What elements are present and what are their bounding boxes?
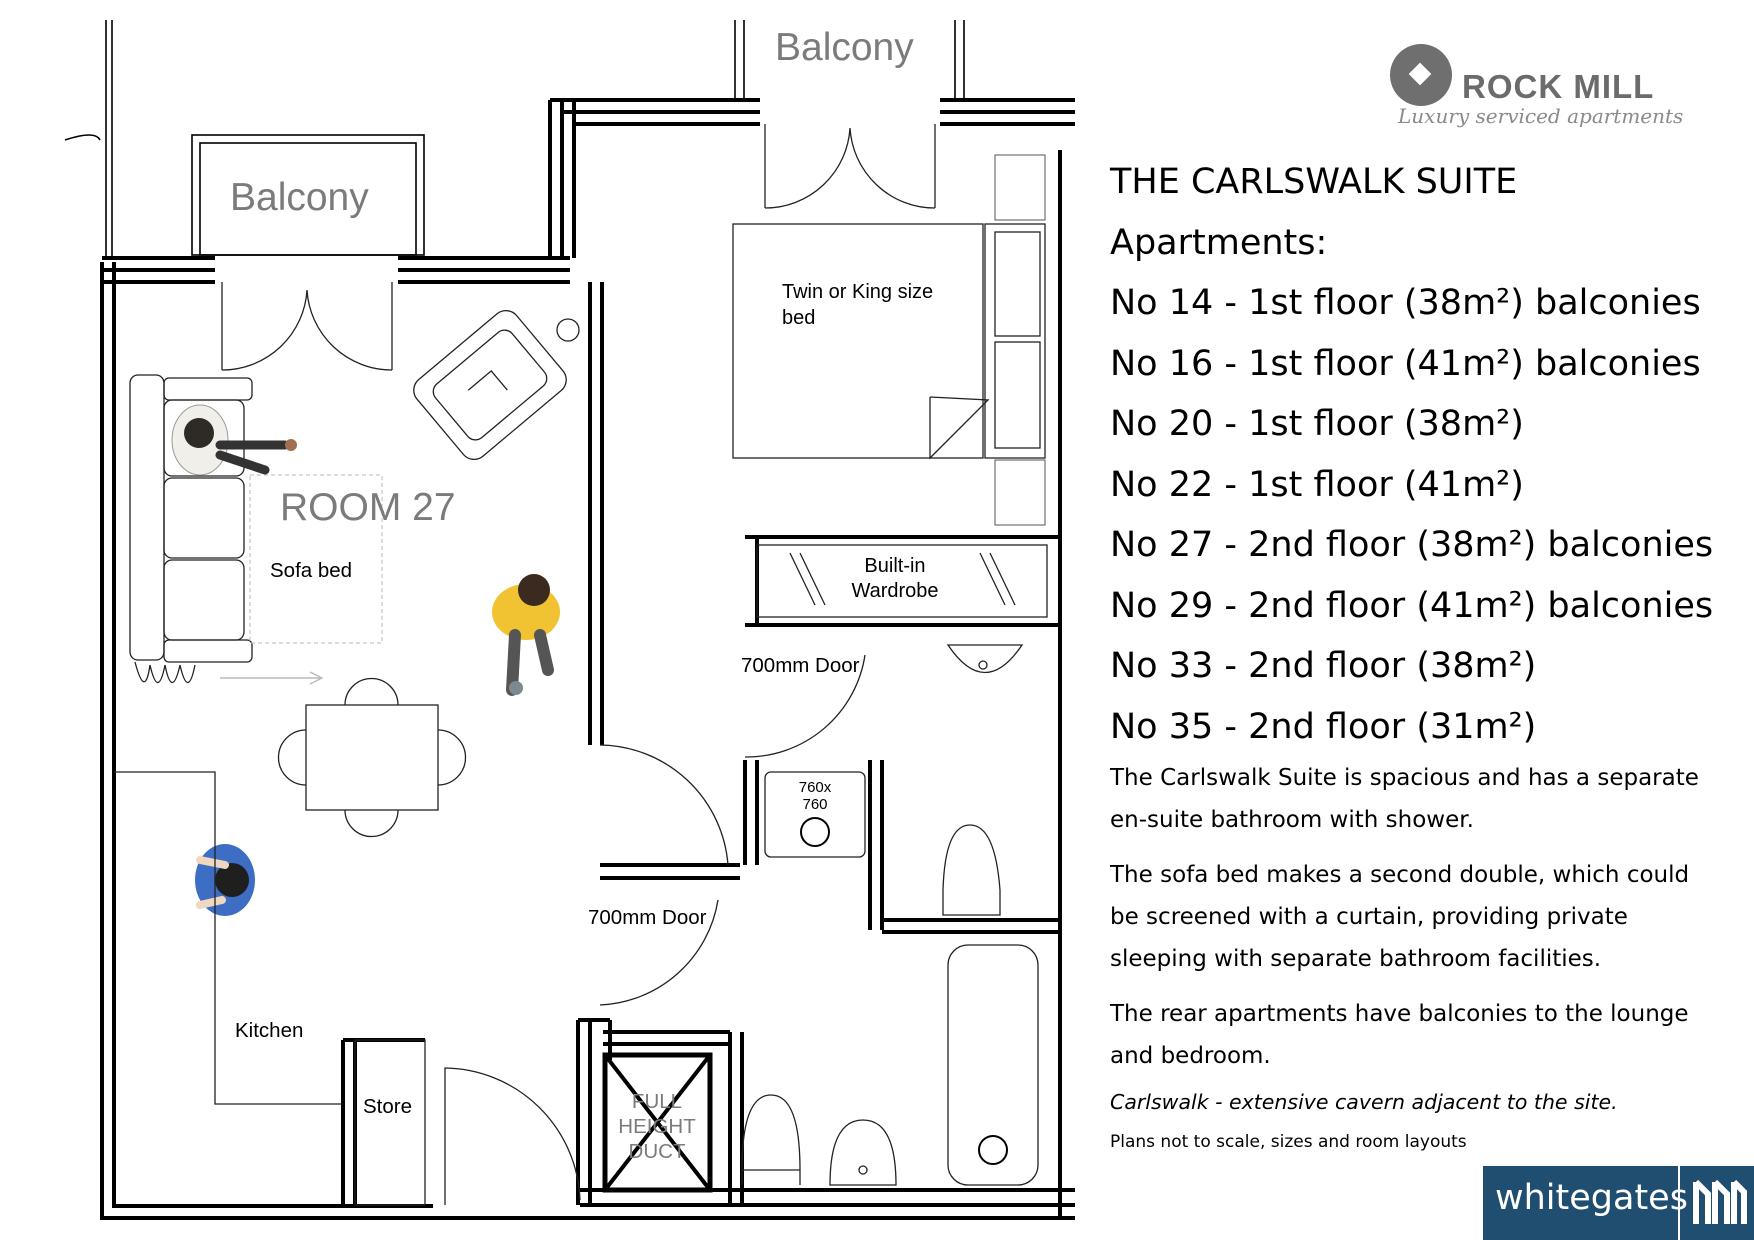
rock-mill-logo: ROCK MILL Luxury serviced apartments [1390, 40, 1720, 140]
apartment-item: No 33 - 2nd floor (38m²) [1110, 646, 1537, 686]
balcony-left-label: Balcony [230, 176, 369, 219]
balcony-double-doors [221, 124, 936, 371]
floor-plan: Balcony Balcony Sofa bed ROOM 27 [64, 20, 1075, 1220]
apartment-item: No 20 - 1st floor (38m²) [1110, 404, 1524, 444]
scale-note: Plans not to scale, sizes and room layou… [1110, 1132, 1467, 1152]
exterior-walls [100, 98, 1075, 1220]
shower-drain-icon [800, 817, 830, 847]
full-height-duct: FULL HEIGHT DUCT [602, 1052, 713, 1193]
whitegates-emblem-icon [1693, 1179, 1747, 1224]
person-seated-icon [171, 404, 297, 476]
person-walking-icon [492, 574, 560, 696]
apartment-item: No 29 - 2nd floor (41m²) balconies [1110, 585, 1714, 626]
armchair [413, 309, 567, 461]
sofa-bed: Sofa bed ROOM 27 [129, 374, 456, 685]
bed-label-line2: bed [782, 307, 815, 329]
logo-name: ROCK MILL [1462, 68, 1655, 105]
door-upper-label: 700mm Door [741, 654, 860, 677]
rock-mill-emblem-icon [1390, 44, 1452, 106]
apartment-list: No 14 - 1st floor (38m²) balconies No 16… [1110, 273, 1714, 757]
apartment-item: No 35 - 2nd floor (31m²) [1110, 706, 1537, 747]
suite-info-panel: THE CARLSWALK SUITE Apartments: No 14 - … [1110, 152, 1714, 1152]
description-paragraph: The rear apartments have balconies to th… [1110, 1001, 1689, 1069]
apartment-item: No 16 - 1st floor (41m²) balconies [1110, 343, 1701, 384]
balcony-top-label: Balcony [775, 26, 914, 69]
wardrobe-label-line2: Wardrobe [851, 580, 938, 602]
ensuite-fixtures: 760x 760 [741, 644, 1039, 1186]
sofa-bed-label: Sofa bed [270, 559, 352, 582]
store-label: Store [363, 1095, 412, 1118]
balcony-left: Balcony [191, 134, 425, 256]
description-paragraph: The sofa bed makes a second double, whic… [1110, 862, 1690, 972]
description-paragraph: The Carlswalk Suite is spacious and has … [1110, 765, 1699, 833]
balcony-top: Balcony [734, 20, 965, 100]
whitegates-logo: whitegates [1483, 1166, 1754, 1240]
bed-label-line1: Twin or King size [782, 281, 933, 303]
carlswalk-caption: Carlswalk - extensive cavern adjacent to… [1110, 1090, 1618, 1114]
entrance-door-swing [444, 1067, 581, 1205]
apartment-item: No 14 - 1st floor (38m²) balconies [1110, 283, 1701, 323]
store: Store [354, 1039, 426, 1206]
suite-title: THE CARLSWALK SUITE [1110, 162, 1518, 202]
duct-label-line1: FULL [632, 1090, 682, 1113]
shower-label-line2: 760 [802, 796, 827, 813]
apartment-item: No 22 - 1st floor (41m²) [1110, 464, 1524, 505]
brand-divider [1678, 1166, 1680, 1240]
apartments-heading: Apartments: [1110, 222, 1328, 263]
kitchen-counter: Kitchen [114, 771, 343, 1105]
duct-label-line2: HEIGHT [618, 1115, 696, 1138]
duct-label-line3: DUCT [629, 1140, 686, 1163]
dining-table [277, 677, 467, 838]
room-label: ROOM 27 [280, 486, 456, 529]
shower-label-line1: 760x [799, 779, 832, 796]
person-sitting-icon [195, 844, 255, 916]
brand-name: whitegates [1495, 1178, 1688, 1218]
apartment-item: No 27 - 2nd floor (38m²) balconies [1110, 525, 1714, 565]
left-edge [64, 20, 113, 258]
bed: Twin or King size bed [732, 154, 1046, 526]
wardrobe-label-line1: Built-in [864, 555, 925, 577]
wardrobe: Built-in Wardrobe [756, 544, 1048, 618]
kitchen-label: Kitchen [235, 1019, 303, 1042]
bath-drain-icon [978, 1135, 1008, 1165]
logo-tagline: Luxury serviced apartments [1398, 104, 1684, 128]
lamp-icon [556, 318, 580, 342]
door-lower-label: 700mm Door [588, 906, 707, 929]
door-swings: 700mm Door 700mm Door [588, 654, 866, 1006]
